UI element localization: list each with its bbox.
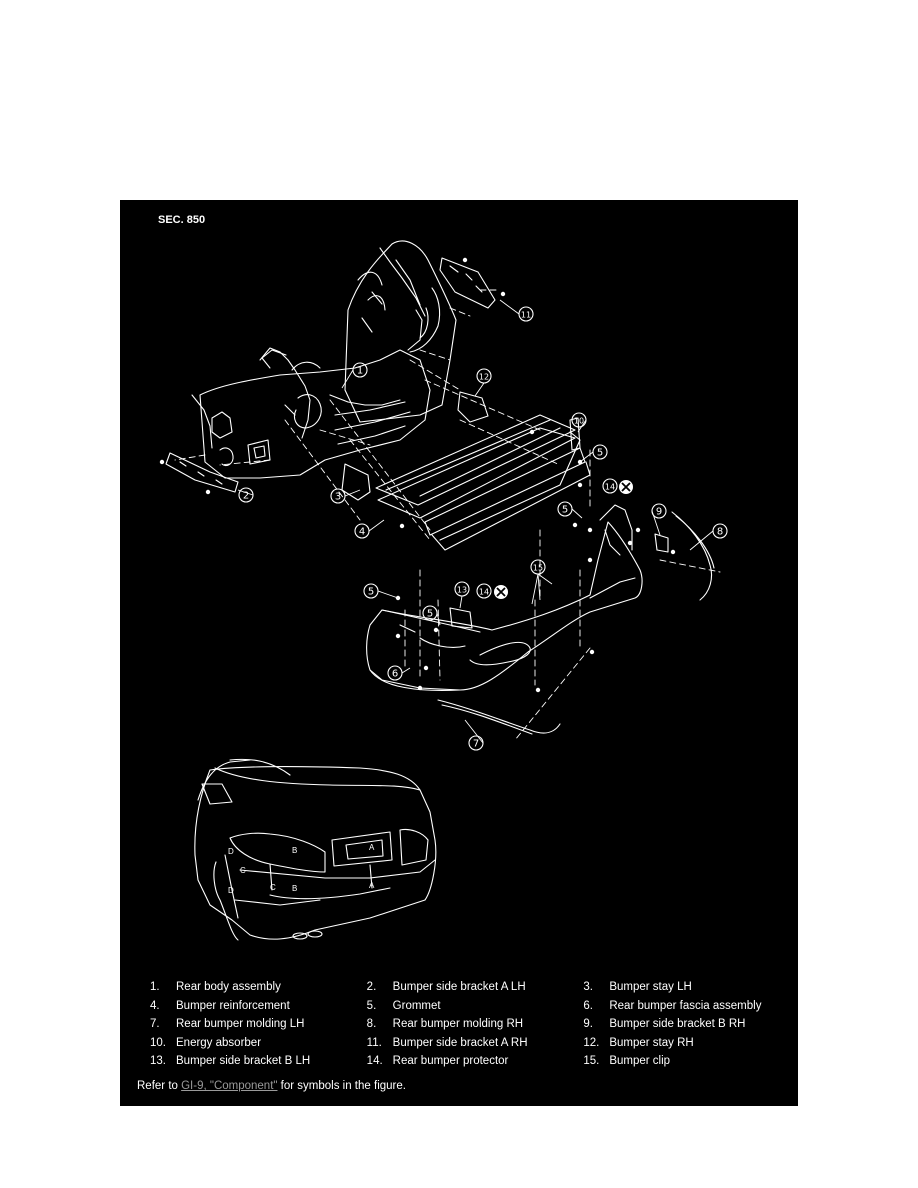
legend-label: Rear bumper molding LH xyxy=(176,1018,305,1031)
letter-a-upper: A xyxy=(369,843,375,852)
callout-5d: 5 xyxy=(427,609,433,620)
callout-4: 4 xyxy=(359,527,365,538)
letter-b-lower: B xyxy=(292,884,297,893)
letter-b-upper: B xyxy=(292,846,297,855)
energy-absorber xyxy=(439,417,581,541)
legend-label: Bumper stay RH xyxy=(609,1036,694,1049)
legend-label: Bumper side bracket B LH xyxy=(176,1055,311,1068)
legend-num: 10. xyxy=(150,1036,166,1049)
legend-num: 15. xyxy=(583,1055,600,1068)
legend-label: Bumper clip xyxy=(609,1055,671,1068)
x-marker-2 xyxy=(494,585,508,599)
legend-row: 13. Bumper side bracket B LH 14. Rear bump… xyxy=(140,1052,790,1071)
bumper-side-bracket-b-lh xyxy=(449,607,473,629)
legend-row: 4. Bumper reinforcement 5. Grommet 6. Rear … xyxy=(140,997,790,1016)
x-marker-1 xyxy=(619,480,633,494)
legend-num: 7. xyxy=(150,1018,160,1031)
component-link[interactable]: GI-9, "Component" xyxy=(181,1080,278,1092)
diagram-panel: SEC. 850 xyxy=(120,200,798,1106)
legend-label: Rear bumper fascia assembly xyxy=(609,999,762,1012)
bumper-reinforcement xyxy=(375,414,591,551)
legend-num: 3. xyxy=(583,981,593,994)
bumper-side-bracket-b-rh xyxy=(654,533,669,553)
callout-2: 2 xyxy=(243,491,249,502)
legend-num: 1. xyxy=(150,981,160,994)
rear-body-assembly xyxy=(191,240,457,479)
legend-row: 1. Rear body assembly 2. Bumper side brack… xyxy=(140,978,790,997)
callout-3: 3 xyxy=(335,492,341,503)
legend-label: Energy absorber xyxy=(176,1036,262,1049)
legend-label: Bumper side bracket B RH xyxy=(609,1018,746,1031)
rear-bumper-molding-rh xyxy=(671,511,715,601)
parts-legend: 1. Rear body assembly 2. Bumper side brack… xyxy=(140,978,790,1071)
legend-label: Rear bumper molding RH xyxy=(392,1018,524,1031)
legend-num: 9. xyxy=(583,1018,593,1031)
refer-suffix: for symbols in the figure. xyxy=(277,1080,406,1092)
car-letters: A A B B C C D D xyxy=(228,843,375,895)
letter-d-upper: D xyxy=(228,847,234,856)
legend-num: 11. xyxy=(366,1036,382,1049)
callouts: 1 2 3 4 5 5 5 5 6 7 8 9 10 11 12 13 14 1… xyxy=(237,299,728,751)
bumper-stay-rh xyxy=(457,391,489,423)
callout-10: 10 xyxy=(574,417,584,426)
callout-9: 9 xyxy=(656,507,662,518)
legend-num: 13. xyxy=(150,1055,166,1068)
callout-7: 7 xyxy=(473,739,479,750)
callout-1: 1 xyxy=(357,366,363,377)
callout-5a: 5 xyxy=(597,448,603,459)
refer-prefix: Refer to xyxy=(137,1080,182,1092)
legend-label: Rear body assembly xyxy=(176,981,281,994)
callout-5b: 5 xyxy=(562,505,568,516)
legend-num: 12. xyxy=(583,1036,600,1049)
letter-a-lower: A xyxy=(369,881,375,890)
bumper-stay-lh xyxy=(341,463,371,501)
callout-5c: 5 xyxy=(368,587,374,598)
callout-13: 13 xyxy=(457,586,467,595)
bumper-side-bracket-a-rh xyxy=(439,257,496,309)
legend-num: 14. xyxy=(366,1055,383,1068)
callout-8: 8 xyxy=(717,527,723,538)
legend-num: 2. xyxy=(366,981,377,994)
callout-12: 12 xyxy=(479,373,489,382)
legend-num: 8. xyxy=(366,1018,377,1031)
car-rear-view xyxy=(194,758,437,941)
callout-14a: 14 xyxy=(605,483,615,492)
bumper-side-bracket-a-lh xyxy=(165,452,239,493)
legend-label: Bumper stay LH xyxy=(609,981,692,994)
letter-c-right: C xyxy=(270,883,276,892)
letter-d-lower: D xyxy=(228,886,234,895)
refer-note: Refer to GI-9, "Component" for symbols i… xyxy=(137,1080,406,1092)
legend-label: Bumper side bracket A LH xyxy=(392,981,526,994)
rear-bumper-molding-lh xyxy=(437,699,561,735)
legend-label: Bumper reinforcement xyxy=(176,999,290,1012)
legend-label: Grommet xyxy=(392,999,441,1012)
legend-label: Rear bumper protector xyxy=(392,1055,509,1068)
legend-num: 4. xyxy=(150,999,160,1012)
callout-6: 6 xyxy=(392,669,398,680)
legend-row: 7. Rear bumper molding LH 8. Rear bumper m… xyxy=(140,1015,790,1034)
callout-11: 11 xyxy=(521,311,531,320)
letter-c-left: C xyxy=(240,866,246,875)
exploded-diagram: 1 2 3 4 5 5 5 5 6 7 8 9 10 11 12 13 14 1… xyxy=(159,240,728,941)
callout-15: 15 xyxy=(533,564,543,573)
callout-14b: 14 xyxy=(479,588,489,597)
section-label: SEC. 850 xyxy=(158,214,206,226)
legend-row: 10. Energy absorber 11. Bumper side bracke… xyxy=(140,1034,790,1053)
legend-num: 6. xyxy=(583,999,593,1012)
legend-label: Bumper side bracket A RH xyxy=(392,1036,528,1049)
legend-num: 5. xyxy=(366,999,377,1012)
